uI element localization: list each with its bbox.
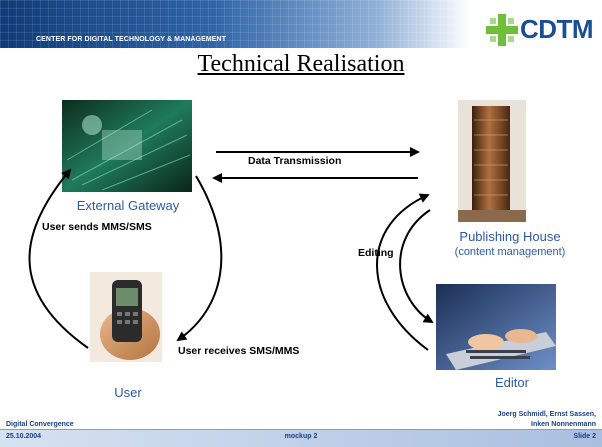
logo-text: CDTM — [520, 14, 594, 44]
arrow-editor-to-publishing — [376, 193, 430, 351]
slide-title: Technical Realisation — [197, 51, 405, 77]
node-label-editor: Editor — [495, 375, 529, 390]
arrow-publishing-to-editor — [399, 209, 434, 324]
node-label-publishing-house: Publishing House — [459, 229, 561, 244]
edge-label-data-transmission: Data Transmission — [248, 155, 342, 167]
footer-topic: Digital Convergence — [6, 421, 74, 428]
node-label-external-gateway: External Gateway — [76, 198, 180, 213]
footer-bar — [0, 429, 602, 447]
organization-name: CENTER FOR DIGITAL TECHNOLOGY & MANAGEME… — [36, 36, 227, 43]
editor-laptop-image — [436, 284, 556, 370]
edge-label-editing: Editing — [358, 247, 394, 259]
footer-authors-line1: Joerg Schmidl, Ernst Sassen, — [497, 411, 596, 418]
edge-label-user-sends: User sends MMS/SMS — [42, 221, 152, 233]
external-gateway-image — [62, 100, 192, 192]
user-mobile-phone-image — [90, 272, 162, 362]
footer-authors-line2: Inken Nonnenmann — [531, 421, 596, 428]
footer-date: 25.10.2004 — [6, 433, 42, 440]
publishing-house-image — [458, 100, 526, 222]
edge-label-user-receives: User receives SMS/MMS — [178, 345, 300, 357]
node-label-user: User — [114, 385, 142, 400]
arrow-gateway-to-user — [176, 175, 223, 342]
cdtm-logo-icon — [486, 14, 518, 46]
arrow-user-to-gateway — [28, 168, 89, 349]
node-label-publishing-house-sub: (content management) — [454, 246, 566, 258]
footer-center-text: mockup 2 — [284, 433, 318, 440]
header-band — [0, 0, 470, 48]
footer-slide-number: Slide 2 — [573, 433, 596, 440]
